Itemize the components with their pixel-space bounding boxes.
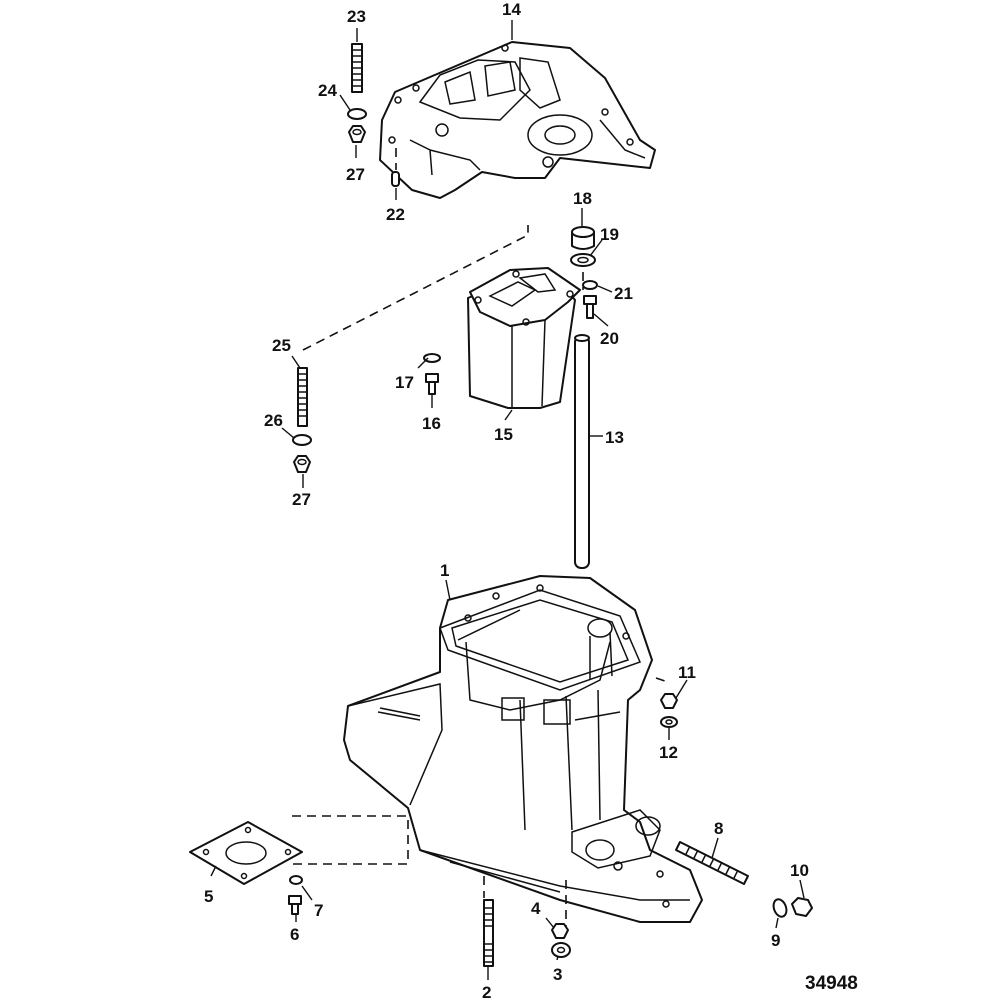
stud-25-part bbox=[297, 367, 308, 427]
nut-10-part bbox=[791, 897, 813, 917]
callout-1: 1 bbox=[440, 561, 449, 580]
callout-3: 3 bbox=[553, 965, 562, 984]
washer-26-part bbox=[292, 434, 312, 446]
nut-4-part bbox=[551, 923, 569, 939]
washer-17-part bbox=[423, 353, 441, 363]
callout-23: 23 bbox=[347, 7, 366, 26]
washer-9-part bbox=[772, 898, 788, 918]
washer-19-part bbox=[570, 253, 596, 267]
callout-27-mid: 27 bbox=[292, 490, 311, 509]
callout-16: 16 bbox=[422, 414, 441, 433]
nut-11-part bbox=[660, 693, 678, 709]
callout-27-top: 27 bbox=[346, 165, 365, 184]
leader-lines bbox=[210, 20, 805, 980]
exhaust-tube-15-part bbox=[467, 267, 581, 409]
nut-27-mid-part bbox=[293, 455, 311, 473]
driveshaft-housing-1-part bbox=[343, 575, 703, 923]
callout-5: 5 bbox=[204, 887, 213, 906]
nut-27-top-part bbox=[348, 125, 366, 143]
callout-22: 22 bbox=[386, 205, 405, 224]
callout-7: 7 bbox=[314, 901, 323, 920]
callout-11: 11 bbox=[678, 663, 696, 682]
lockwasher-21-part bbox=[582, 280, 598, 290]
callout-10: 10 bbox=[790, 861, 809, 880]
alignment-line-25 bbox=[302, 225, 529, 351]
callout-2: 2 bbox=[482, 983, 491, 1000]
callout-9: 9 bbox=[771, 931, 780, 950]
bushing-18-part bbox=[571, 226, 595, 250]
stud-2-part bbox=[483, 899, 494, 967]
screw-20-part bbox=[583, 295, 597, 319]
callout-18: 18 bbox=[573, 189, 592, 208]
callout-21: 21 bbox=[614, 284, 633, 303]
adapter-plate-part bbox=[379, 41, 656, 199]
dowel-pin-22-part bbox=[391, 171, 400, 187]
figure-number: 34948 bbox=[805, 973, 858, 994]
callout-24: 24 bbox=[318, 81, 337, 100]
washer-3-part bbox=[551, 942, 571, 958]
stud-23-part bbox=[351, 43, 363, 93]
callout-6: 6 bbox=[290, 925, 299, 944]
callout-17: 17 bbox=[395, 373, 414, 392]
callout-13: 13 bbox=[605, 428, 624, 447]
callout-15: 15 bbox=[494, 425, 513, 444]
callout-8: 8 bbox=[714, 819, 723, 838]
stud-8-part bbox=[675, 841, 749, 885]
lockwasher-7-part bbox=[289, 875, 303, 885]
washer-12-part bbox=[660, 716, 678, 728]
callout-labels: 23 14 24 27 22 18 19 21 20 17 16 15 25 2… bbox=[204, 0, 858, 1000]
water-tube-13-part bbox=[574, 334, 590, 569]
callout-26: 26 bbox=[264, 411, 283, 430]
screw-6-part bbox=[288, 895, 302, 915]
callout-4: 4 bbox=[531, 899, 541, 918]
callout-19: 19 bbox=[600, 225, 619, 244]
callout-25: 25 bbox=[272, 336, 291, 355]
cover-plate-5-part bbox=[189, 821, 303, 885]
callout-20: 20 bbox=[600, 329, 619, 348]
callout-12: 12 bbox=[659, 743, 678, 762]
screw-16-part bbox=[425, 373, 439, 395]
washer-24-part bbox=[347, 108, 367, 120]
callout-14: 14 bbox=[502, 0, 521, 19]
